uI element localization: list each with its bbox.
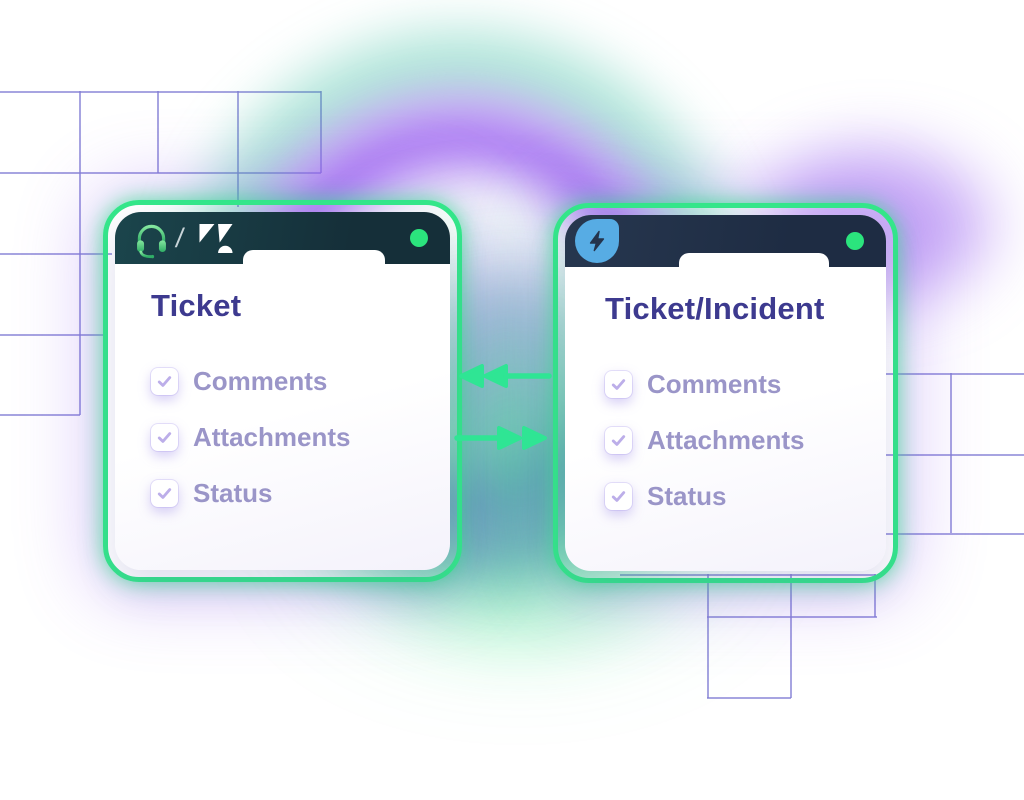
card-title: Ticket [151, 288, 242, 323]
status-dot [846, 232, 864, 250]
source-ticket-card: / Ticket Comments [103, 200, 462, 582]
grid-line [157, 91, 159, 173]
sync-arrow-left-icon [456, 362, 552, 395]
checklist-row-attachments: Attachments [151, 422, 450, 453]
grid-line [874, 574, 876, 617]
grid-line [707, 616, 877, 618]
checkbox-attachments[interactable] [605, 427, 632, 454]
status-dot [410, 229, 428, 247]
target-ticket-card: Ticket/Incident Comments Attachments [553, 203, 898, 583]
checklist-label: Attachments [193, 422, 351, 452]
grid-line [0, 91, 321, 93]
checkbox-attachments[interactable] [151, 424, 178, 451]
checklist-row-attachments: Attachments [605, 425, 886, 456]
grid-line [790, 574, 792, 698]
grid-line [876, 533, 1024, 535]
lightning-badge-icon [575, 219, 619, 263]
headset-icon [131, 218, 172, 259]
grid-line [320, 91, 322, 173]
grid-line [0, 334, 103, 336]
checklist-row-status: Status [151, 478, 450, 509]
separator-slash: / [173, 222, 186, 253]
grid-line [707, 574, 709, 698]
grid-line [237, 91, 239, 207]
checklist-label: Attachments [647, 425, 805, 455]
card-title: Ticket/Incident [605, 291, 825, 326]
target-card-header [565, 215, 886, 267]
checklist-label: Status [193, 478, 273, 508]
checklist-row-status: Status [605, 481, 886, 512]
grid-line [0, 172, 321, 174]
grid-line [0, 414, 80, 416]
checklist-label: Status [647, 481, 727, 511]
grid-line [79, 91, 81, 415]
grid-line [707, 697, 791, 699]
checklist-label: Comments [647, 369, 782, 399]
checklist-row-comments: Comments [151, 366, 450, 397]
tab-notch [243, 250, 385, 264]
grid-line [0, 253, 112, 255]
source-card-header: / [115, 212, 450, 264]
zendesk-logo [190, 223, 242, 254]
sync-arrow-right-icon [452, 424, 550, 457]
tab-notch [679, 253, 829, 267]
checklist-label: Comments [193, 366, 328, 396]
checklist-row-comments: Comments [605, 369, 886, 400]
grid-line [950, 373, 952, 533]
checkbox-comments[interactable] [605, 371, 632, 398]
checkbox-status[interactable] [605, 483, 632, 510]
checkbox-comments[interactable] [151, 368, 178, 395]
checkbox-status[interactable] [151, 480, 178, 507]
